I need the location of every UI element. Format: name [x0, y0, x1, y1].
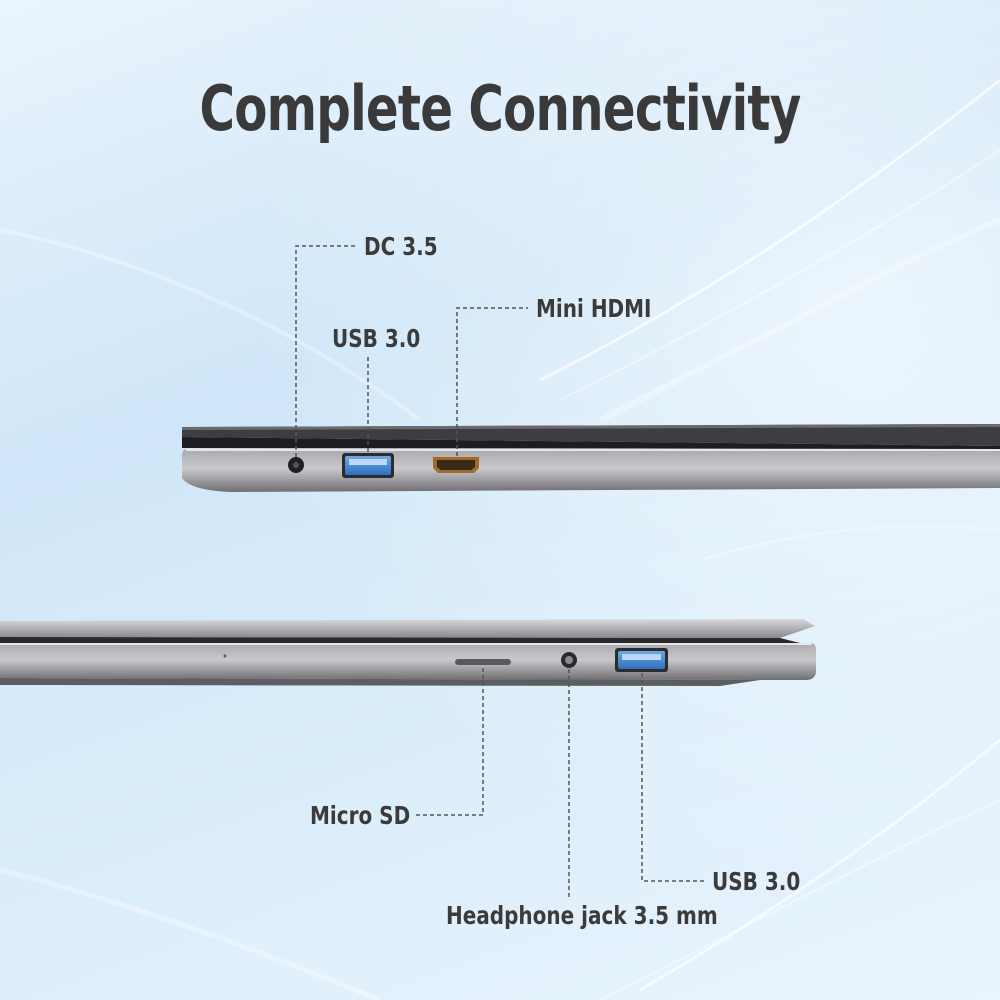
- label-micro-sd: Micro SD: [310, 801, 411, 830]
- label-headphone-jack: Headphone jack 3.5 mm: [446, 901, 718, 930]
- laptop-left-side: [182, 424, 1000, 492]
- label-dc: DC 3.5: [364, 232, 438, 261]
- usb-port-right-icon: [615, 648, 668, 672]
- page-title: Complete Connectivity: [199, 72, 802, 145]
- laptop-right-side: [0, 619, 816, 686]
- mini-hdmi-port-icon: [433, 457, 479, 473]
- label-usb-right: USB 3.0: [712, 867, 801, 896]
- label-mini-hdmi: Mini HDMI: [536, 294, 652, 323]
- micro-sd-slot-icon: [455, 659, 511, 665]
- callout-lines: [295, 245, 704, 897]
- label-usb-left: USB 3.0: [332, 324, 421, 353]
- usb-port-left-icon: [342, 453, 394, 478]
